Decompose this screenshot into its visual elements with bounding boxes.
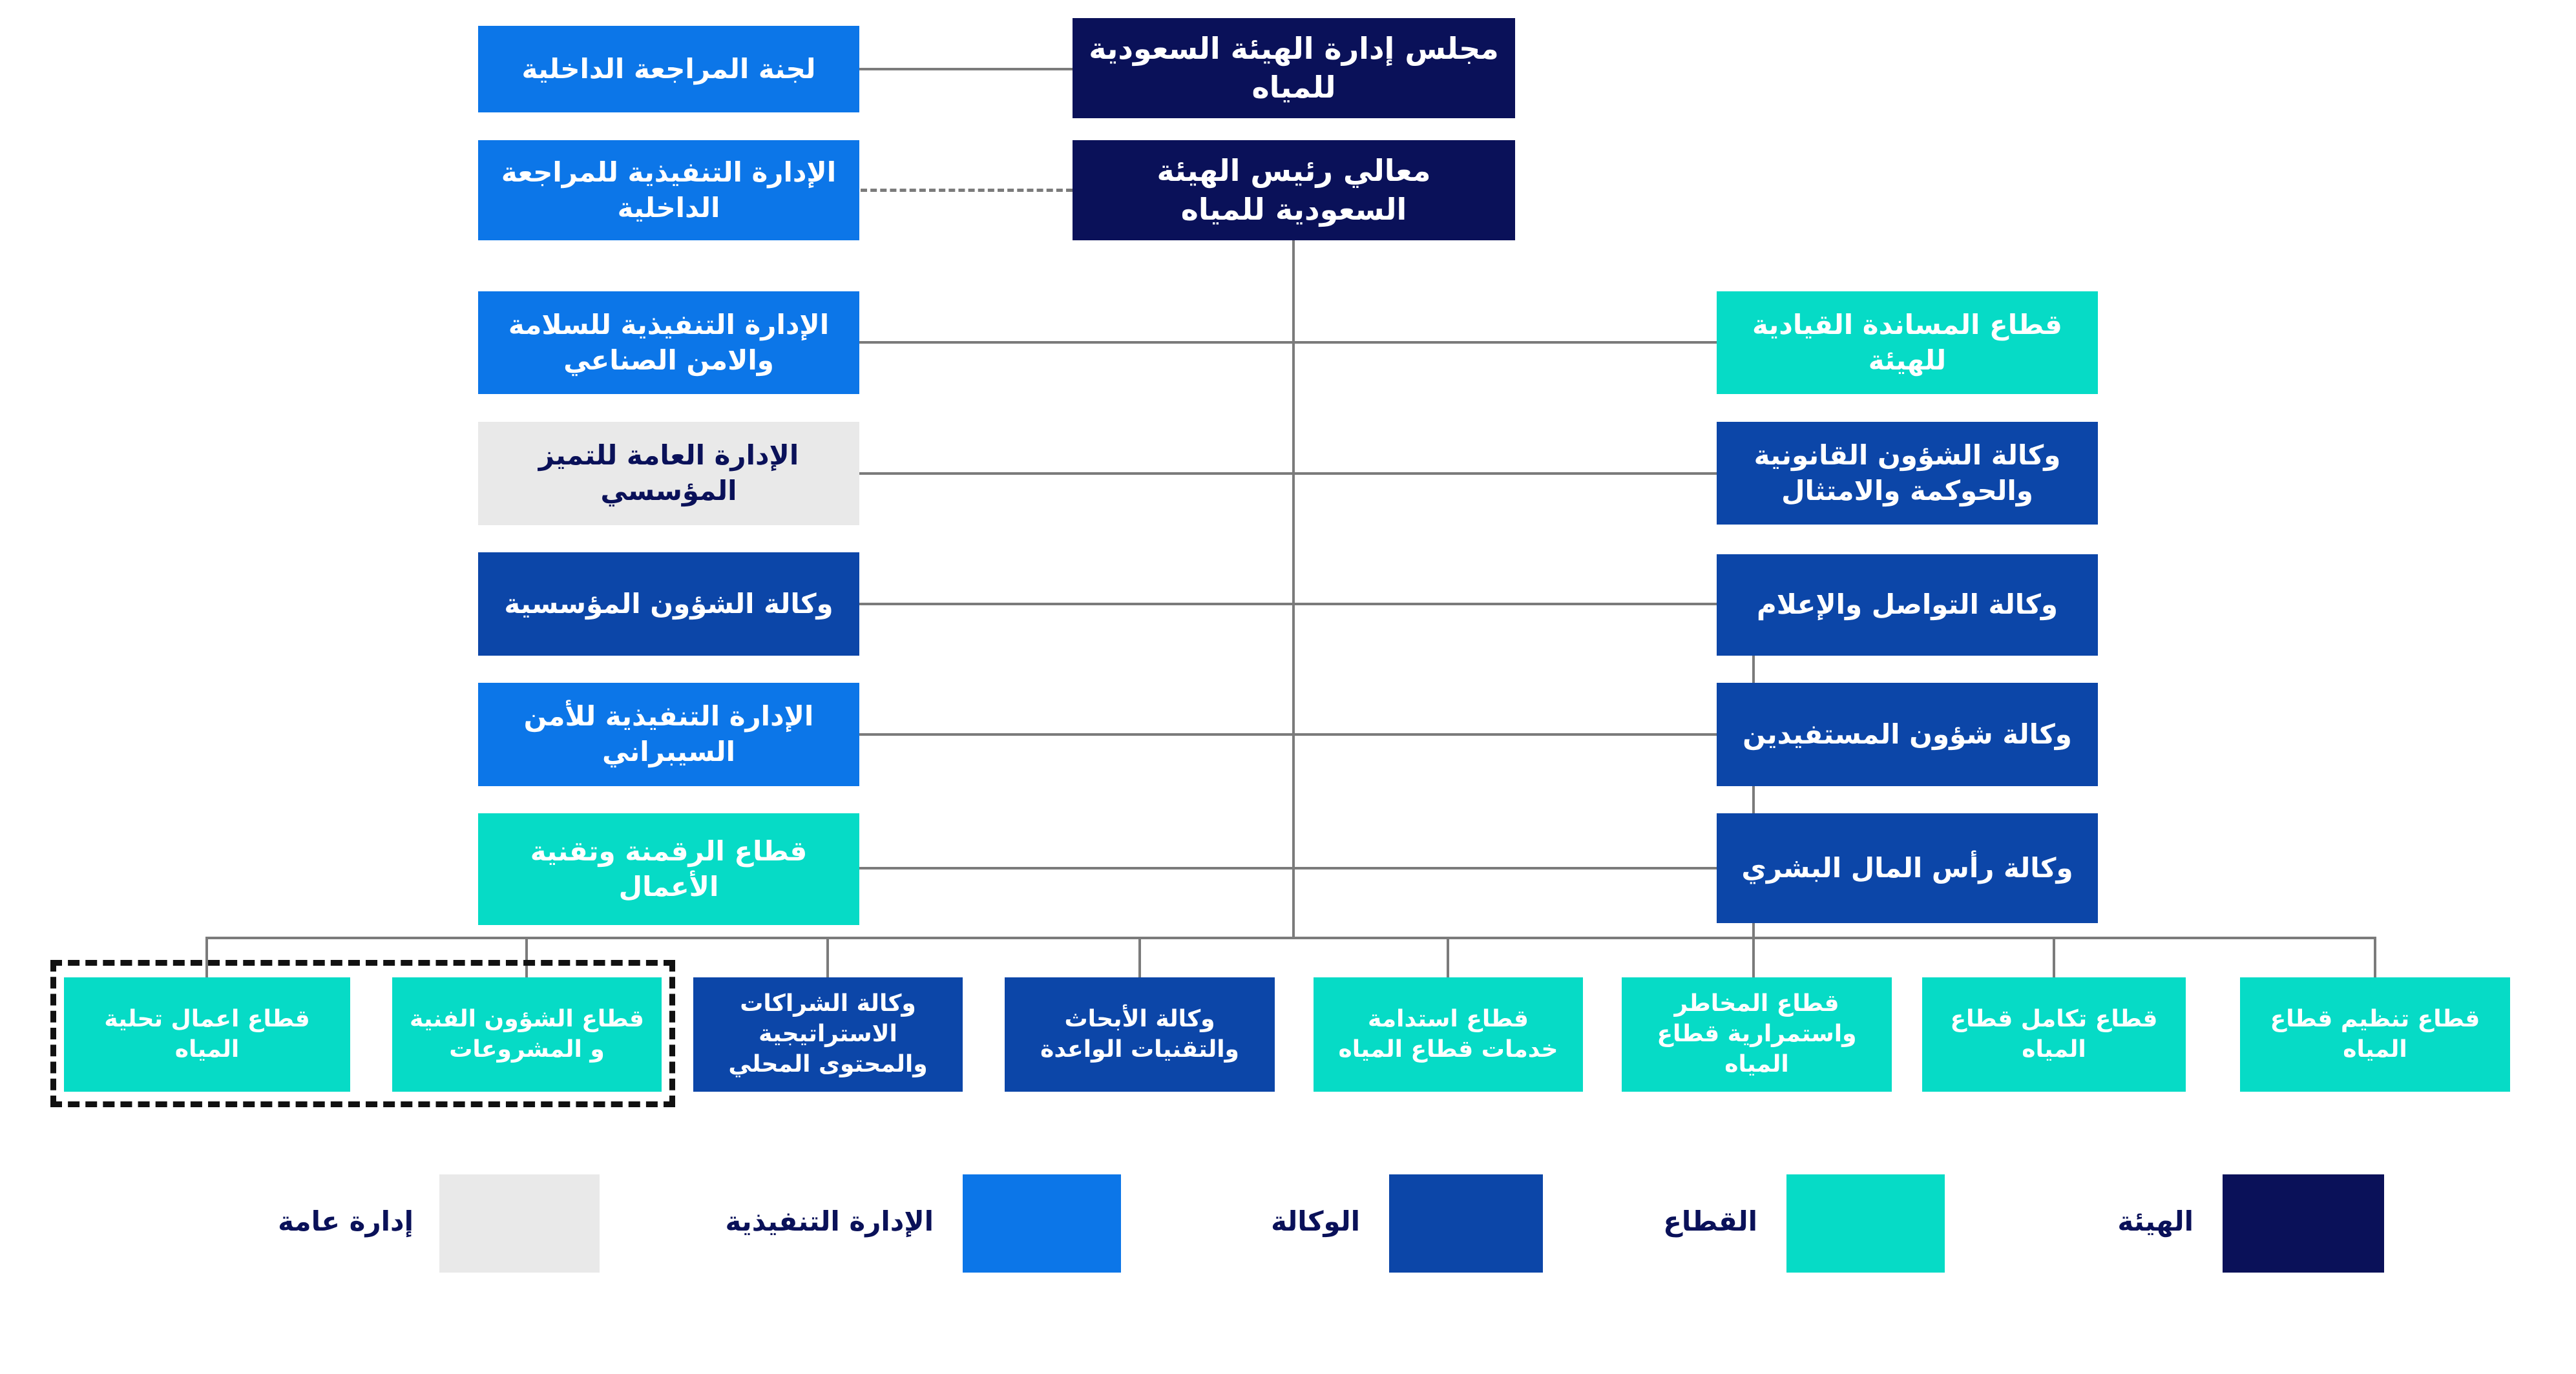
node-institutional-excellence: الإدارة العامة للتميز المؤسسي [478, 422, 859, 525]
connector-stub-regulation [2374, 937, 2376, 979]
legend-label-sector: القطاع [1663, 1205, 1757, 1237]
node-safety-industrial-security: الإدارة التنفيذية للسلامة والامن الصناعي [478, 291, 859, 394]
node-beneficiaries-affairs: وكالة شؤون المستفيدين [1717, 683, 2098, 786]
legend-swatch-general-dept [439, 1174, 600, 1273]
legend-swatch-executive-dept [963, 1174, 1121, 1273]
node-leadership-support-sector: قطاع المساندة القيادية للهيئة [1717, 291, 2098, 394]
node-internal-audit-committee: لجنة المراجعة الداخلية [478, 26, 859, 112]
node-water-sector-regulation: قطاع تنظيم قطاع المياه [2240, 977, 2510, 1092]
node-risk-continuity-sector: قطاع المخاطر واستمرارية قطاع المياه [1622, 977, 1892, 1092]
node-cybersecurity: الإدارة التنفيذية للأمن السيبراني [478, 683, 859, 786]
connector-stub-technical [525, 937, 528, 979]
legend-label-authority: الهيئة [2117, 1205, 2194, 1237]
node-board-of-directors: مجلس إدارة الهيئة السعودية للمياه [1073, 18, 1515, 118]
legend-label-general-dept: إدارة عامة [278, 1205, 414, 1237]
connector-row-excellence-legal [859, 472, 1717, 475]
connector-stub-integration [2053, 937, 2055, 979]
node-desalination-works-sector: قطاع اعمال تحلية المياه [64, 977, 350, 1092]
legend-label-executive-dept: الإدارة التنفيذية [725, 1205, 934, 1237]
connector-row-corporate-communication [859, 603, 1717, 605]
node-digitization-business-tech: قطاع الرقمنة وتقنية الأعمال [478, 813, 859, 925]
node-president: معالي رئيس الهيئة السعودية للمياه [1073, 140, 1515, 240]
node-strategic-partnerships-local-content: وكالة الشراكات الاستراتيجية والمحتوى الم… [693, 977, 963, 1092]
desalination-group-outline [50, 960, 675, 1107]
connector-row-digitization-hr [859, 867, 1717, 869]
connector-stub-desalination [205, 937, 208, 979]
node-corporate-affairs: وكالة الشؤون المؤسسية [478, 552, 859, 656]
legend-swatch-sector [1786, 1174, 1945, 1273]
node-technical-affairs-projects-sector: قطاع الشؤون الفنية و المشروعات [392, 977, 662, 1092]
connector-stub-partnerships [826, 937, 829, 979]
connector-president-internal-audit-dashed [861, 189, 1073, 192]
legend-label-agency: الوكالة [1271, 1205, 1360, 1237]
connector-row-cyber-beneficiaries [859, 733, 1717, 736]
node-research-promising-technologies: وكالة الأبحاث والتقنيات الواعدة [1005, 977, 1275, 1092]
connector-row-safety-leadership [859, 341, 1717, 344]
node-human-capital: وكالة رأس المال البشري [1717, 813, 2098, 923]
connector-board-audit-committee [859, 68, 1073, 70]
node-internal-audit-executive: الإدارة التنفيذية للمراجعة الداخلية [478, 140, 859, 240]
connector-stub-research [1138, 937, 1141, 979]
node-water-sector-integration: قطاع تكامل قطاع المياه [1922, 977, 2186, 1092]
node-legal-governance-compliance: وكالة الشؤون القانونية والحوكمة والامتثا… [1717, 422, 2098, 525]
connector-stub-sustainability [1447, 937, 1449, 979]
legend-swatch-authority [2223, 1174, 2384, 1273]
node-communication-media: وكالة التواصل والإعلام [1717, 554, 2098, 656]
connector-central-spine [1292, 240, 1295, 939]
legend-swatch-agency [1389, 1174, 1543, 1273]
node-water-services-sustainability-sector: قطاع استدامة خدمات قطاع المياه [1314, 977, 1583, 1092]
connector-bottom-rail [205, 937, 2376, 939]
